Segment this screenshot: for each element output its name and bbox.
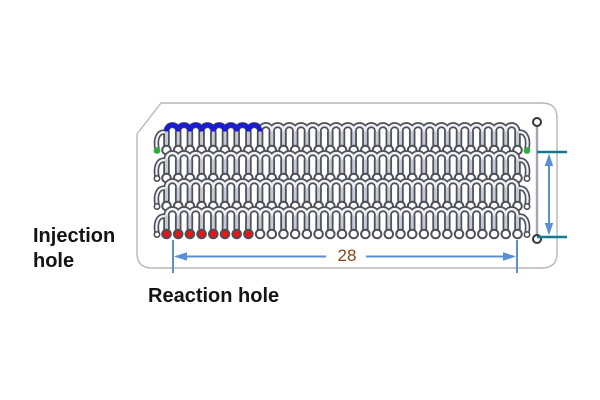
reaction-hole xyxy=(278,228,289,240)
reaction-hole xyxy=(488,228,500,240)
reaction-hole xyxy=(442,228,453,240)
reaction-hole xyxy=(254,228,266,240)
reaction-row-3 xyxy=(153,178,531,212)
injection-hole-label: Injection hole xyxy=(33,224,115,274)
channel-end-dot xyxy=(153,231,161,239)
reaction-hole xyxy=(383,228,395,240)
reaction-hole-filled xyxy=(231,228,242,240)
reaction-hole xyxy=(301,228,313,240)
channel-end-dot xyxy=(523,175,531,183)
channel-end-dot xyxy=(523,231,531,239)
chip-outline xyxy=(136,102,558,269)
reaction-hole xyxy=(360,228,371,240)
reaction-hole xyxy=(465,228,477,240)
reaction-hole xyxy=(512,228,523,240)
reaction-hole-filled xyxy=(208,228,219,240)
reaction-hole-filled xyxy=(184,228,196,240)
reaction-hole xyxy=(430,228,441,240)
reaction-hole xyxy=(336,228,348,240)
width-dimension-value: 28 xyxy=(337,246,357,265)
reaction-hole xyxy=(453,228,465,240)
reaction-hole xyxy=(325,228,336,240)
reaction-row-2 xyxy=(153,150,531,184)
filled-channel-arcs xyxy=(164,122,263,132)
channel-end-dot xyxy=(523,203,531,211)
reaction-hole-filled xyxy=(161,228,172,240)
reaction-hole xyxy=(418,228,430,240)
reaction-row-1 xyxy=(153,122,531,156)
reaction-hole xyxy=(406,228,418,240)
reaction-row-4 xyxy=(153,206,531,240)
reaction-hole-filled xyxy=(172,228,184,240)
reaction-hole xyxy=(348,228,360,240)
height-dimension xyxy=(537,150,567,239)
channel-end-dot xyxy=(153,175,161,183)
reaction-hole-filled xyxy=(196,228,207,240)
reaction-hole xyxy=(500,228,512,240)
reaction-hole xyxy=(371,228,383,240)
reaction-hole-filled xyxy=(219,228,231,240)
reaction-hole xyxy=(266,228,278,240)
reaction-hole-filled xyxy=(243,228,254,240)
reaction-hole xyxy=(477,228,488,240)
reaction-hole xyxy=(395,228,406,240)
reaction-hole xyxy=(289,228,301,240)
injection-hole-dot xyxy=(523,147,531,154)
reaction-hole-label: Reaction hole xyxy=(148,285,280,307)
width-dimension xyxy=(172,240,518,273)
injection-hole-label-line2: hole xyxy=(33,250,75,272)
channel-end-dot xyxy=(153,203,161,211)
injection-hole-dot xyxy=(153,147,161,154)
reaction-hole xyxy=(313,228,324,240)
injection-hole-label-line1: Injection xyxy=(33,225,116,247)
